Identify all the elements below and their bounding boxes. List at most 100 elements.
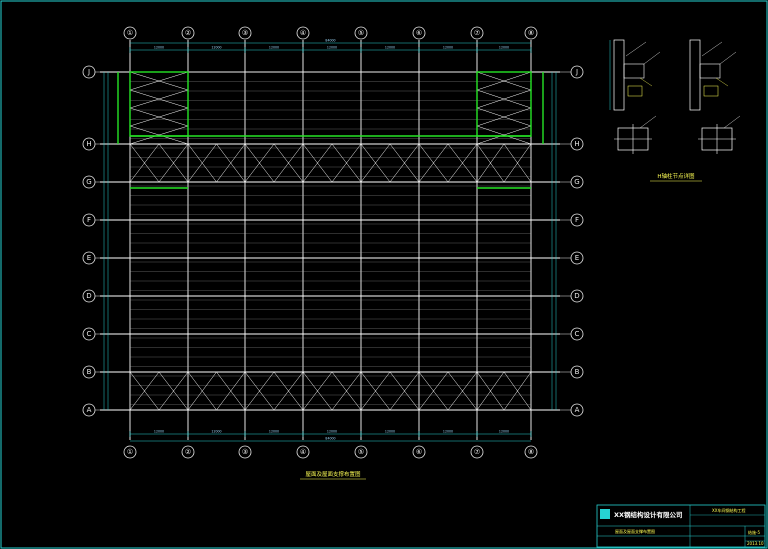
cross-brace — [244, 371, 275, 411]
drawing-name: 屋面及屋面支撑布置图 — [615, 528, 655, 534]
cross-brace — [187, 371, 217, 411]
axis-label-col: ③ — [242, 29, 248, 37]
dim-label: 12000 — [154, 46, 164, 50]
axis-label-row: J — [87, 68, 90, 76]
detail-4 — [698, 115, 741, 154]
cross-brace — [158, 143, 189, 183]
dim-label: 12000 — [499, 46, 509, 50]
roof-bracing — [117, 71, 544, 411]
axis-label-row: F — [87, 216, 91, 224]
end-brace — [476, 107, 532, 127]
axis-bubble-col — [354, 26, 368, 40]
end-brace — [129, 107, 189, 127]
axis-label-row: D — [86, 292, 91, 300]
sheet-number: 结施-5 — [748, 529, 760, 535]
axis-label-col: ④ — [300, 29, 306, 37]
axis-label-col: ⑥ — [416, 448, 422, 456]
axis-bubble-col — [296, 26, 310, 40]
axis-bubble-col — [181, 445, 195, 459]
axis-label-row: J — [575, 68, 578, 76]
axis-bubble-col — [181, 26, 195, 40]
cross-brace — [418, 143, 449, 183]
cross-brace — [216, 371, 246, 411]
cross-brace — [331, 143, 362, 183]
project-name: XX车间钢结构工程 — [712, 507, 745, 513]
cross-brace — [187, 143, 217, 183]
end-brace — [476, 89, 532, 109]
company-name: XX钢结构设计有限公司 — [614, 510, 683, 519]
detail-1 — [609, 39, 661, 111]
dim-label: 12000 — [211, 46, 221, 50]
cross-brace — [389, 371, 420, 411]
axis-label-row: H — [574, 140, 579, 148]
axis-label-row: H — [86, 140, 91, 148]
cross-brace — [360, 371, 391, 411]
axis-label-row: A — [575, 406, 580, 414]
axis-label-col: ② — [185, 29, 191, 37]
dim-label: 12000 — [385, 46, 395, 50]
axis-label-row: E — [575, 254, 579, 262]
cross-brace — [418, 371, 449, 411]
axis-bubble-col — [238, 26, 252, 40]
end-brace — [129, 125, 189, 145]
cross-brace — [302, 371, 333, 411]
axis-bubble-col — [524, 445, 538, 459]
dim-label: 12000 — [499, 430, 509, 434]
axis-bubble-col — [123, 26, 137, 40]
axis-label-col: ⑦ — [474, 29, 480, 37]
drawing-date: 2013.10 — [747, 541, 764, 546]
axis-label-col: ③ — [242, 448, 248, 456]
dim-total-label: 84000 — [325, 437, 335, 441]
axis-label-col: ⑦ — [474, 448, 480, 456]
axis-bubble-col — [354, 445, 368, 459]
cross-brace — [503, 371, 532, 411]
dim-label: 12000 — [154, 430, 164, 434]
cross-brace — [302, 143, 333, 183]
axis-label-col: ① — [127, 29, 133, 37]
cross-brace — [447, 371, 478, 411]
detail-drawings: H轴柱节点详图 — [609, 39, 741, 182]
axis-label-row: A — [87, 406, 92, 414]
axis-bubble-col — [412, 445, 426, 459]
dim-total-label: 84000 — [325, 39, 335, 43]
axis-label-row: C — [575, 330, 580, 338]
axis-label-col: ④ — [300, 448, 306, 456]
dim-label: 12000 — [269, 430, 279, 434]
axis-label-col: ⑤ — [358, 448, 364, 456]
dim-label: 12000 — [327, 46, 337, 50]
axis-label-row: B — [87, 368, 92, 376]
detail-3 — [614, 115, 657, 154]
axis-label-col: ⑧ — [528, 29, 534, 37]
axis-label-row: D — [574, 292, 579, 300]
axis-bubble-col — [524, 26, 538, 40]
cross-brace — [331, 371, 362, 411]
end-brace — [476, 125, 532, 145]
grid-lines — [100, 40, 560, 440]
axis-label-row: E — [87, 254, 91, 262]
detail-2 — [689, 39, 737, 111]
axis-bubble-col — [296, 445, 310, 459]
axis-bubble-col — [238, 445, 252, 459]
dimension-lines: 12000 12000 12000 12000 12000 12000 12000 84000… — [103, 39, 557, 442]
cross-brace — [129, 371, 160, 411]
axis-label-col: ⑧ — [528, 448, 534, 456]
cross-brace — [244, 143, 275, 183]
dim-label: 12000 — [443, 46, 453, 50]
cross-brace — [129, 143, 160, 183]
cross-brace — [273, 143, 304, 183]
dim-label: 12000 — [269, 46, 279, 50]
dim-label: 12000 — [327, 430, 337, 434]
dim-label: 12000 — [385, 430, 395, 434]
end-brace — [129, 89, 189, 109]
axis-bubble-col — [470, 445, 484, 459]
end-brace — [476, 71, 532, 91]
cross-brace — [158, 371, 189, 411]
dim-label: 12000 — [211, 430, 221, 434]
axis-label-row: C — [87, 330, 92, 338]
axis-bubble-col — [470, 26, 484, 40]
cross-brace — [273, 371, 304, 411]
